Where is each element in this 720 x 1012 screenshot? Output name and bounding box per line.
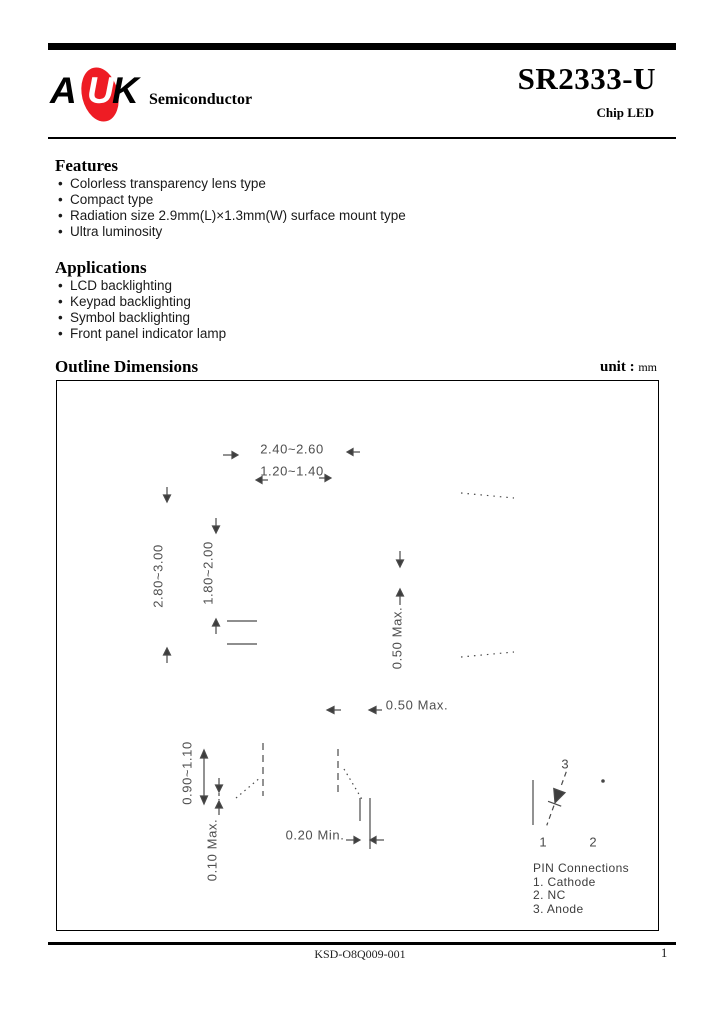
dim-label-body-width: 2.80~3.00 [150, 544, 166, 608]
list-item: • Compact type [56, 192, 406, 208]
dim-arrow-lens-height-top [395, 551, 405, 569]
application-item-label: LCD backlighting [70, 278, 173, 293]
list-item: • Colorless transparency lens type [56, 176, 406, 192]
pin-connection-item: 2. NC [533, 888, 566, 902]
side-view-dotted-bottom [460, 651, 515, 658]
diode-symbol [546, 771, 567, 826]
applications-list: • LCD backlighting • Keypad backlighting •… [56, 278, 226, 342]
dim-arrow-terminal-thickness-b [367, 705, 382, 715]
features-heading: Features [55, 156, 118, 175]
dim-label-lens-width: 1.80~2.00 [200, 541, 216, 605]
application-item-label: Symbol backlighting [70, 309, 191, 325]
pin-number-1: 1 [539, 834, 547, 850]
dim-label-terminal-thickness: 0.50 Max. [385, 697, 449, 713]
dim-arrow-body-length-left [223, 450, 240, 460]
side-view-dotted-top [460, 492, 515, 499]
application-item-label: Front panel indicator lamp [70, 325, 227, 341]
dim-arrow-standoff-bottom [214, 799, 224, 815]
pin-number-2: 2 [589, 834, 597, 850]
dim-arrow-body-length-right [345, 447, 360, 457]
dim-arrow-terminal-width-right [368, 835, 384, 845]
bullet-icon: • [58, 325, 63, 341]
bullet-icon: • [58, 309, 63, 325]
auk-logo-letter-a: A [50, 70, 77, 111]
pin-diagram-dot [601, 779, 605, 783]
feature-item-label: Compact type [70, 191, 154, 207]
dim-arrow-lens-width-bottom [211, 617, 221, 634]
top-divider-bar [48, 43, 676, 50]
unit-note: unit : mm [600, 359, 657, 376]
list-item: • LCD backlighting [56, 278, 226, 294]
document-number: KSD-O8Q009-001 [314, 947, 406, 961]
application-item-label: Keypad backlighting [70, 293, 191, 309]
dim-label-terminal-width: 0.20 Min. [285, 827, 345, 843]
leader-dotted-left [235, 776, 262, 799]
dim-label-body-length: 2.40~2.60 [260, 441, 324, 457]
dim-arrow-lens-height-bottom [395, 587, 405, 605]
list-item: • Ultra luminosity [56, 224, 406, 240]
auk-logo-letter-u: U [87, 70, 114, 111]
footer-divider-line [48, 942, 676, 945]
list-item: • Front panel indicator lamp [56, 326, 226, 342]
header-divider-line [48, 137, 676, 139]
dim-arrow-terminal-thickness-a [325, 705, 341, 715]
outline-drawing [162, 447, 605, 849]
page-number: 1 [661, 946, 668, 960]
leader-dotted-right [343, 768, 364, 802]
outline-dimensions-heading: Outline Dimensions [55, 357, 199, 376]
pin-connections-legend: PIN Connections 1. Cathode 2. NC 3. Anod… [533, 861, 630, 916]
feature-item-label: Radiation size 2.9mm(L)×1.3mm(W) surface… [70, 207, 406, 223]
outline-drawing-box: 2.40~2.60 1.20~1.40 2.80~3.00 1.80~2.00 … [56, 380, 659, 931]
dim-arrow-standoff-top [214, 778, 224, 800]
pin-connection-item: 3. Anode [533, 901, 584, 916]
part-number-title: SR2333-U [517, 61, 656, 96]
list-item: • Radiation size 2.9mm(L)×1.3mm(W) surfac… [56, 208, 406, 224]
bullet-icon: • [58, 191, 63, 207]
dim-arrow-lens-length-left [254, 475, 268, 485]
dim-line-body-height [199, 748, 209, 806]
dim-arrow-lens-length-right [319, 473, 333, 483]
unit-label: unit : [599, 359, 635, 375]
dim-label-body-height: 0.90~1.10 [179, 741, 195, 805]
dim-label-standoff: 0.10 Max. [204, 818, 220, 882]
product-type-subtitle: Chip LED [596, 105, 654, 120]
auk-logo-letter-k: K [112, 70, 139, 111]
company-name: Semiconductor [149, 91, 253, 108]
bullet-icon: • [58, 278, 63, 293]
features-list: • Colorless transparency lens type • Compa… [56, 176, 406, 240]
pin-connection-item: 1. Cathode [533, 874, 596, 889]
bullet-icon: • [58, 207, 63, 223]
bullet-icon: • [58, 293, 63, 309]
applications-heading: Applications [55, 258, 147, 277]
bullet-icon: • [58, 176, 63, 191]
bullet-icon: • [58, 223, 63, 239]
dim-arrow-terminal-width-left [346, 835, 362, 845]
pin-connections-heading: PIN Connections [533, 861, 630, 875]
list-item: • Keypad backlighting [56, 294, 226, 310]
dim-label-lens-height: 0.50 Max. [389, 606, 405, 670]
dim-arrow-body-width-bottom [162, 646, 172, 663]
feature-item-label: Ultra luminosity [70, 223, 163, 239]
list-item: • Symbol backlighting [56, 310, 226, 326]
feature-item-label: Colorless transparency lens type [70, 176, 266, 191]
dim-arrow-lens-width-top [211, 518, 221, 535]
dim-arrow-body-width-top [162, 487, 172, 504]
pin-number-3: 3 [561, 756, 569, 772]
unit-value: mm [638, 360, 657, 374]
dim-label-lens-length: 1.20~1.40 [260, 463, 324, 479]
